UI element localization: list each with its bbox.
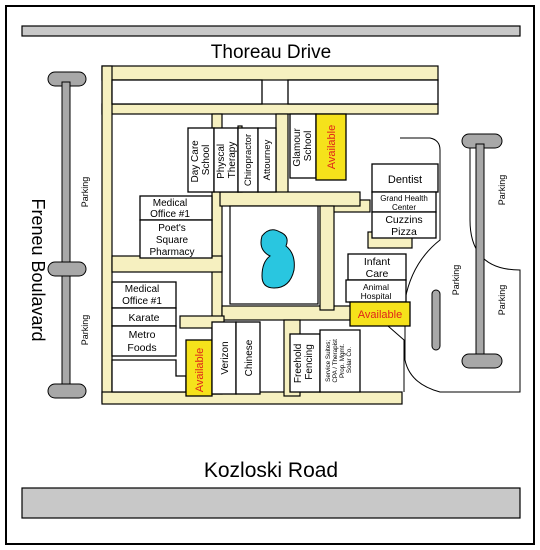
metro-foods-line2: Foods [127, 342, 156, 354]
available-unit-east[interactable] [349, 301, 411, 327]
building-bottom-left-block [111, 359, 187, 393]
grand-health-line1: Grand Health [380, 194, 428, 203]
metro-foods-line1: Metro [129, 329, 156, 341]
driveway-line [387, 325, 405, 392]
parking-label-east-1: Parking [497, 175, 507, 206]
building-top-right-block [287, 79, 439, 105]
building-metro-foods [111, 325, 177, 357]
building-medical-office-north [139, 195, 213, 221]
building-service-suites [319, 329, 361, 393]
glamour-line1: Glamour [292, 128, 303, 167]
service-suites-line2: CPA / Therapist [332, 339, 339, 383]
building-glamour-school [289, 113, 317, 179]
service-suites-line3: Prop. Mgmt. [339, 343, 346, 378]
infant-care-line2: Care [366, 268, 389, 280]
verizon-label: Verizon [220, 341, 231, 374]
available-label-east: Available [358, 309, 402, 321]
poets-line1: Poet's [158, 223, 185, 234]
day-care-line1: Day Care [190, 140, 201, 183]
building-freehold-fencing [289, 333, 321, 393]
building-medical-office-south [111, 281, 177, 309]
parking-label-west-1: Parking [80, 177, 90, 208]
animal-hospital-line2: Hospital [361, 291, 392, 301]
animal-hospital-line1: Animal [363, 282, 389, 292]
pond [260, 229, 295, 289]
building-physical-therapy [213, 127, 239, 193]
available-label-south: Available [194, 348, 206, 392]
parking-label-west-2: Parking [80, 315, 90, 346]
parking-island-west [47, 71, 87, 399]
glamour-line2: School [303, 131, 314, 162]
attorney-label: Attourney [262, 139, 273, 180]
cuzzins-line2: Pizza [391, 226, 417, 238]
chiropractor-label: Chiropractor [243, 134, 254, 186]
building-top-left-block [111, 79, 263, 105]
poets-line3: Pharmacy [149, 247, 194, 258]
svg-text:Glamour School: Glamour School [292, 125, 314, 166]
available-unit-north[interactable] [315, 113, 347, 181]
building-dentist [371, 163, 439, 193]
parking-label-east-2: Parking [497, 285, 507, 316]
karate-label: Karate [129, 312, 160, 324]
physical-therapy-line2: Therapy [227, 142, 238, 179]
parking-island-east [431, 133, 503, 369]
road-label-west: Freneu Boulavard [28, 198, 48, 341]
parking-lot-outline [400, 137, 521, 393]
parking-label-east-3: Parking [451, 265, 461, 296]
road-label-south: Kozloski Road [204, 459, 338, 482]
svg-text:Physcal Therapy: Physcal Therapy [216, 141, 238, 179]
walkways [101, 65, 439, 405]
building-poets-square-pharmacy [139, 219, 213, 259]
building-attorney [257, 127, 277, 193]
chinese-label: Chinese [244, 339, 255, 376]
service-suites-line1: Service Suites; [325, 340, 332, 382]
medical-office-north-line1: Medical [153, 198, 187, 209]
available-unit-south[interactable] [185, 339, 213, 397]
svg-text:Day Care School: Day Care School [190, 137, 212, 182]
svg-text:Service Suites; CPA / Ther: Service Suites; CPA / Therapist Prop. Mg… [325, 337, 353, 382]
freehold-line2: Fencing [304, 344, 315, 380]
building-infant-care [347, 253, 407, 281]
freehold-line1: Freehold [293, 344, 304, 383]
dentist-label: Dentist [388, 174, 422, 186]
physical-therapy-line1: Physcal [216, 144, 227, 179]
medical-office-north-line2: Office #1 [150, 209, 190, 220]
svg-text:Freehold Fencing: Freehold Fencing [293, 341, 315, 383]
day-care-line2: School [201, 145, 212, 176]
thoreau-drive-road [21, 25, 521, 37]
poets-line2: Square [156, 235, 189, 246]
grand-health-line2: Center [392, 203, 416, 212]
road-label-north: Thoreau Drive [211, 42, 331, 63]
kozloski-road-road [21, 487, 521, 519]
service-suites-line4: Solar Co. [346, 347, 353, 373]
building-verizon [211, 321, 237, 395]
infant-care-line1: Infant [364, 256, 390, 268]
building-chinese [235, 321, 261, 395]
building-cuzzins-pizza [371, 211, 437, 239]
medical-office-south-line1: Medical [125, 284, 159, 295]
available-label-north: Available [326, 125, 338, 169]
medical-office-south-line2: Office #1 [122, 296, 162, 307]
cuzzins-line1: Cuzzins [385, 214, 422, 226]
